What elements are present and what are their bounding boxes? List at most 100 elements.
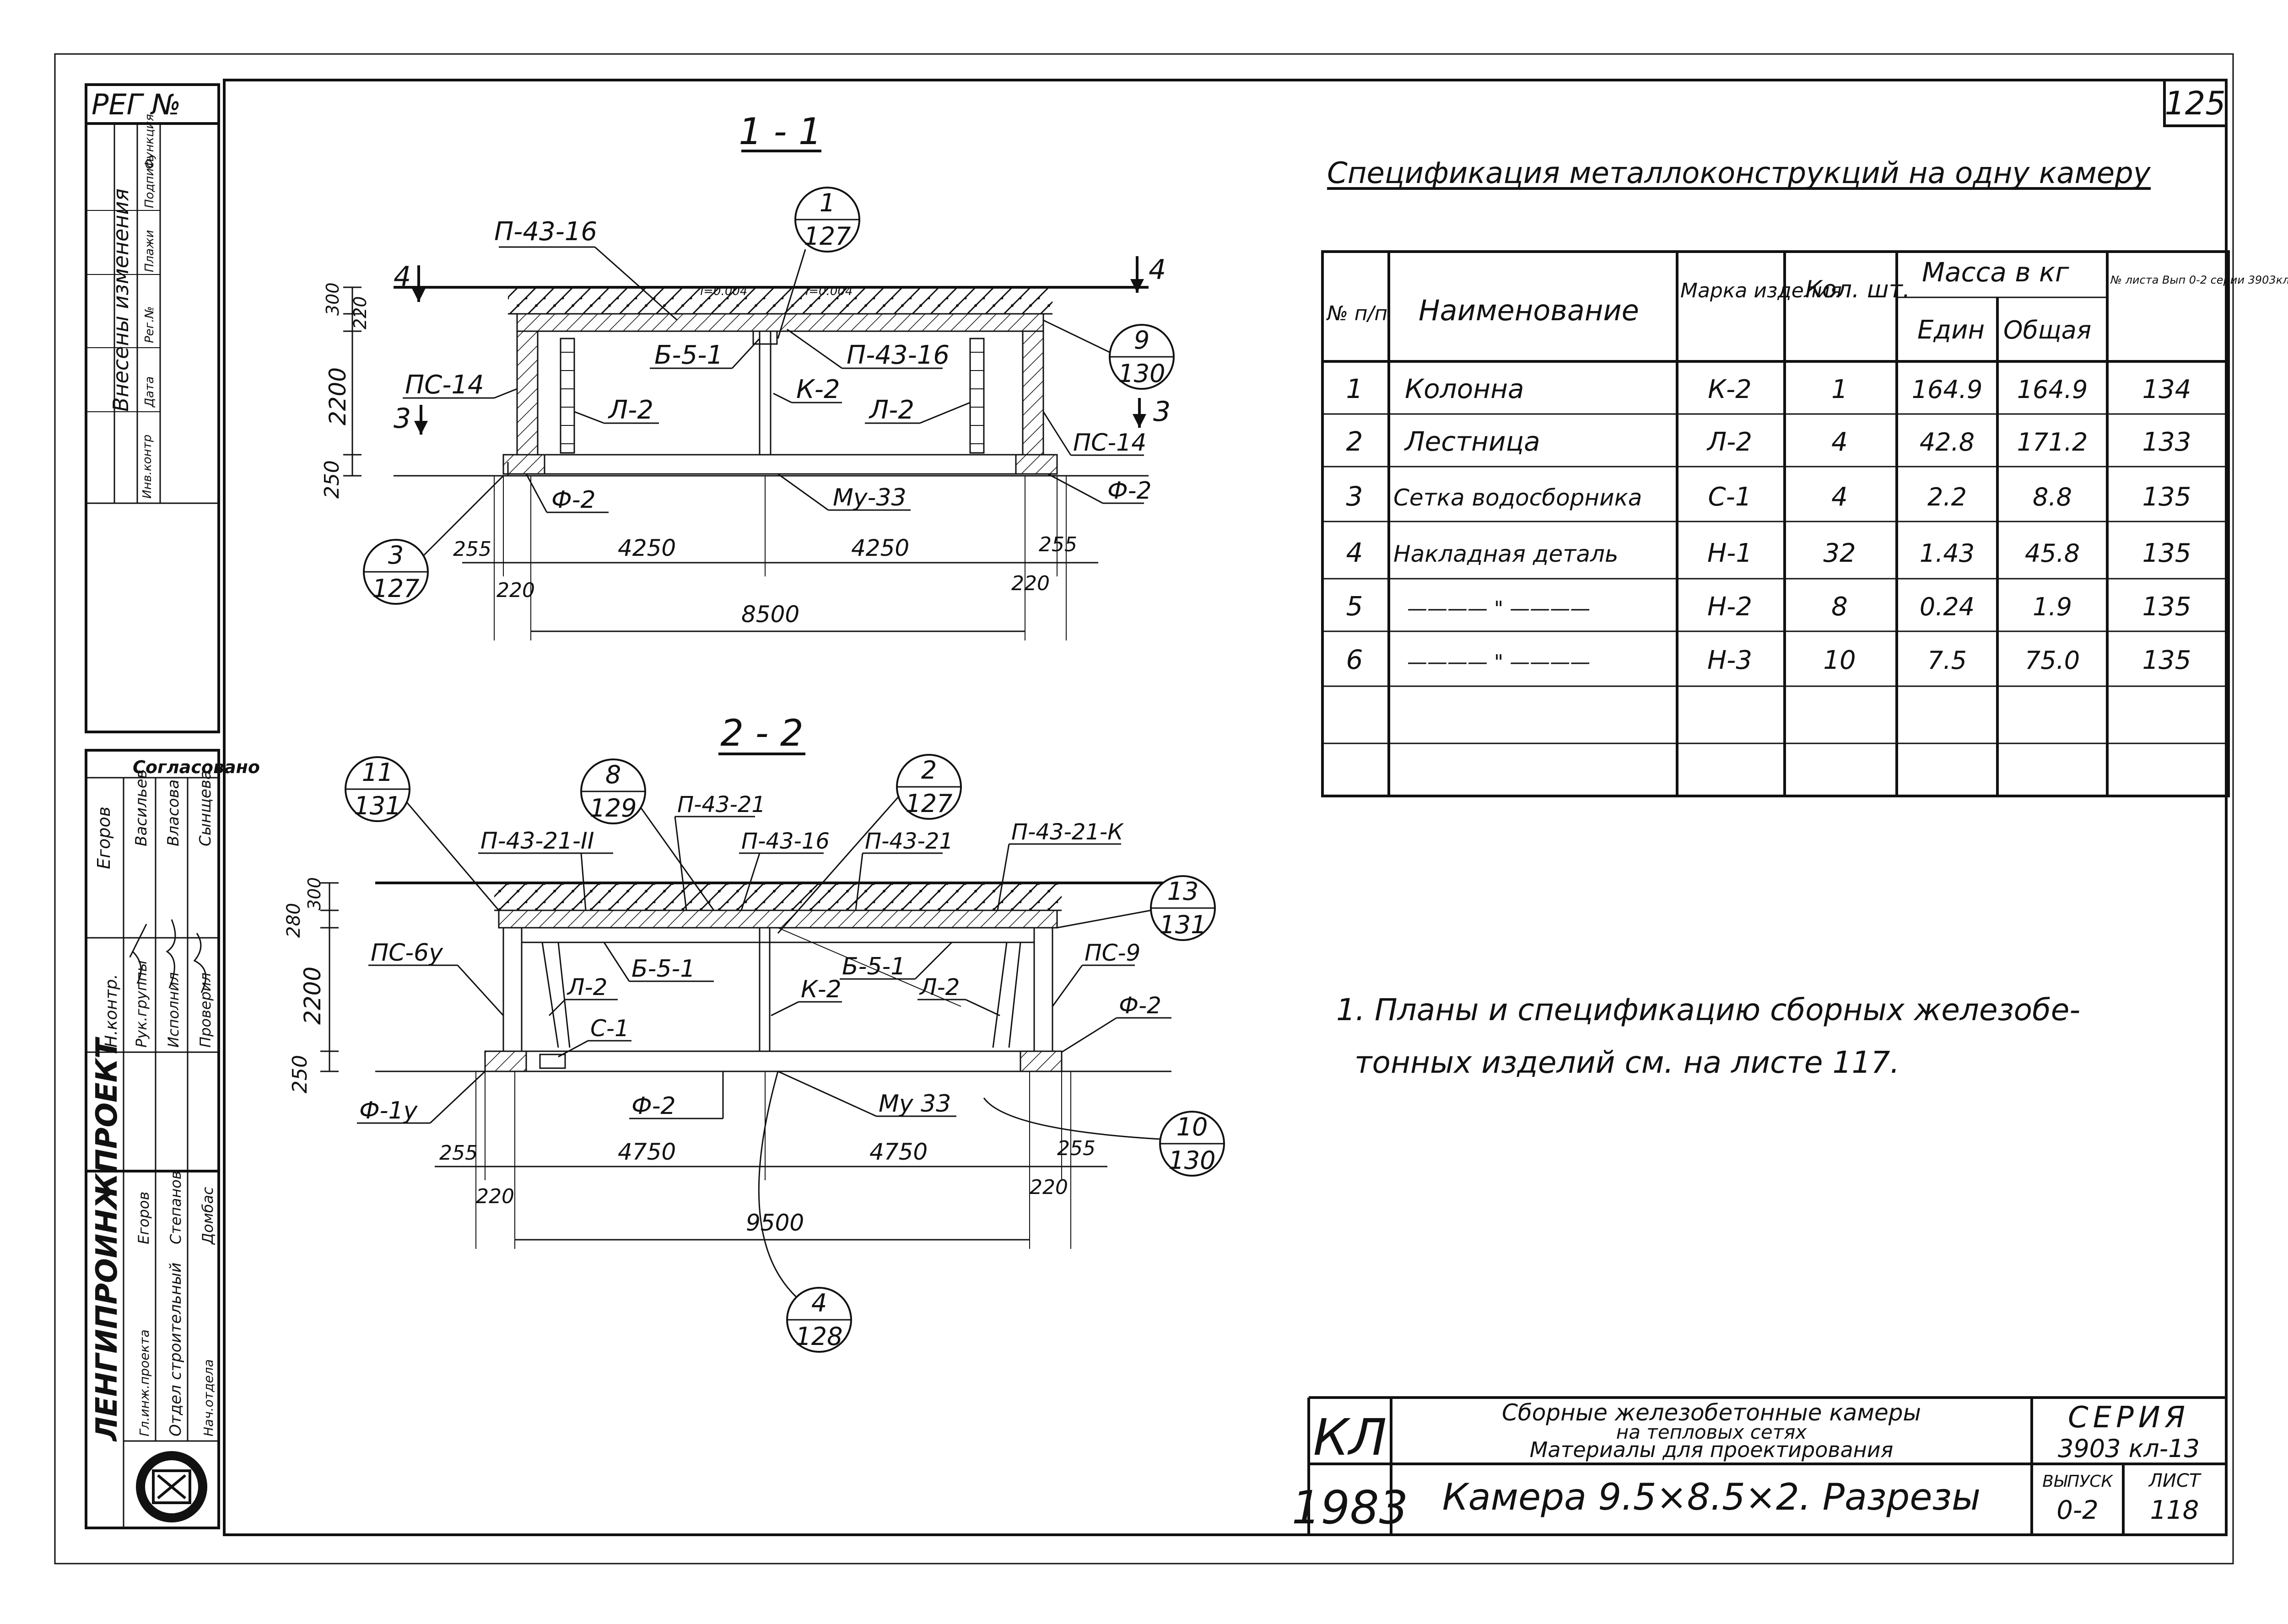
section1-dim-4250-left: 4250 [618, 535, 676, 561]
svg-text:Колонна: Колонна [1405, 373, 1524, 404]
section2-label-p43-21-k: П-43-21-К [1011, 819, 1124, 845]
svg-text:135: 135 [2142, 538, 2191, 568]
section1-dim-255-left: 255 [453, 538, 491, 561]
section2-bubble-13-131: 13 131 [1057, 875, 1216, 941]
svg-text:1.43: 1.43 [1920, 539, 1975, 568]
approval-role-1: Рук.группы [133, 960, 150, 1048]
section2-label-ps9: ПС-9 [1085, 940, 1140, 966]
section2-bubble-4-128: 4 128 [758, 1071, 852, 1353]
revision-header-3: Плажи [143, 230, 156, 272]
svg-text:127: 127 [905, 789, 952, 818]
section1-bubble-9-130: 9 130 [1043, 319, 1175, 390]
section1-label-mu33: Му-33 [833, 484, 907, 511]
section1-dim-220: 220 [350, 296, 370, 329]
title-list-value: 118 [2150, 1495, 2199, 1525]
left-margin-stamps: РЕГ № Внесены изменения Инв.контр Дата Р… [85, 83, 260, 1529]
section2-dim-4750-right: 4750 [869, 1139, 928, 1165]
section1-label-p43-16-top: П-43-16 [494, 217, 597, 247]
svg-text:Лестница: Лестница [1404, 426, 1540, 457]
svg-text:128: 128 [795, 1322, 842, 1351]
svg-text:130: 130 [1118, 359, 1165, 388]
title-issue-value: 0-2 [2056, 1495, 2098, 1525]
section-1-1: 1 - 1 i=0.004 i=0.004 4 4 3 [320, 110, 1175, 640]
svg-text:134: 134 [2142, 375, 2191, 404]
title-desc2: на тепловых сетях [1616, 1421, 1808, 1443]
section2-label-c1: С-1 [590, 1015, 629, 1042]
svg-text:11: 11 [362, 758, 394, 787]
title-block: КЛ 1983 Сборные железобетонные камеры на… [1292, 1396, 2226, 1535]
svg-text:127: 127 [804, 222, 851, 251]
table-row: 3 Сетка водосборника С-1 4 2.2 8.8 135 [1346, 481, 2191, 512]
svg-text:129: 129 [589, 794, 637, 823]
svg-text:Н-2: Н-2 [1707, 592, 1752, 622]
svg-text:9: 9 [1134, 326, 1149, 355]
spec-header-name: Наименование [1419, 294, 1639, 327]
svg-text:5: 5 [1346, 591, 1363, 622]
svg-text:8.8: 8.8 [2033, 483, 2072, 511]
svg-text:4: 4 [1831, 427, 1848, 457]
svg-text:2: 2 [921, 756, 937, 785]
svg-text:———— " ————: ———— " ———— [1407, 651, 1590, 674]
section1-label-f2-left: Ф-2 [551, 486, 596, 514]
revision-header-2: Рег.№ [143, 306, 156, 343]
spec-title: Спецификация металлоконструкций на одну … [1327, 156, 2151, 190]
revision-header-5: Функция [143, 114, 156, 169]
section1-title: 1 - 1 [739, 110, 822, 153]
section1-label-p43-16-right: П-43-16 [847, 340, 950, 370]
org-role-2: Нач.отдела [201, 1359, 216, 1436]
title-series-value: 3903 кл-13 [2058, 1434, 2200, 1463]
org-role-1: Отдел строительный [167, 1263, 185, 1436]
svg-text:10: 10 [1176, 1113, 1208, 1141]
approval-role-2: Исполнил [165, 972, 182, 1048]
svg-text:Л-2: Л-2 [1706, 427, 1752, 457]
revision-title: Внесены изменения [108, 188, 133, 412]
svg-text:1: 1 [1831, 375, 1848, 404]
section2-bubble-8-129: 8 129 [580, 758, 715, 911]
svg-text:0.24: 0.24 [1920, 592, 1975, 621]
spec-header-total: Общая [2003, 316, 2091, 344]
section1-mark3-right: 3 [1153, 396, 1171, 428]
section2-dim-300: 300 [304, 877, 324, 910]
org-name-1: Степанов [167, 1171, 184, 1244]
svg-text:131: 131 [1159, 910, 1206, 939]
svg-text:130: 130 [1168, 1146, 1215, 1175]
section1-dim-250: 250 [320, 460, 344, 499]
section2-title: 2 - 2 [720, 712, 804, 754]
svg-text:75.0: 75.0 [2025, 646, 2080, 675]
table-row: 6 ———— " ———— Н-3 10 7.5 75.0 135 [1346, 644, 2191, 675]
svg-text:4: 4 [1831, 482, 1848, 512]
note: 1. Планы и спецификацию сборных железобе… [1336, 992, 2080, 1080]
revision-header-0: Инв.контр [140, 435, 154, 499]
org-name: ЛЕНГИПРОИНЖПРОЕКТ [90, 1037, 124, 1442]
title-list-label: ЛИСТ [2148, 1470, 2202, 1491]
section2-dim-2200: 2200 [299, 967, 326, 1025]
inner-frame [223, 79, 2228, 1536]
section1-slope2: i=0.004 [805, 285, 853, 298]
section-2-2: 2 - 2 П-43-21-II П-43-21 П-43-16 [283, 712, 1225, 1353]
approval-role-0: Н.контр. [102, 974, 121, 1048]
section1-mark3-left: 3 [394, 403, 411, 435]
section2-label-f2-bottom: Ф-2 [631, 1092, 676, 1120]
svg-text:10: 10 [1823, 645, 1856, 675]
svg-text:135: 135 [2142, 645, 2191, 675]
section1-bubble-3-127: 3 127 [363, 475, 504, 605]
svg-text:Сетка водосборника: Сетка водосборника [1393, 484, 1642, 511]
spec-header-mass: Масса в кг [1922, 257, 2069, 288]
section1-mark4-left: 4 [394, 261, 411, 293]
section1-dim-255-right: 255 [1039, 533, 1077, 556]
svg-text:Накладная деталь: Накладная деталь [1393, 541, 1618, 567]
section2-bubble-10-130: 10 130 [983, 1097, 1225, 1177]
section1-label-l2-right: Л-2 [869, 395, 914, 425]
svg-text:8: 8 [1831, 592, 1848, 622]
section2-label-k2: К-2 [801, 976, 842, 1003]
svg-text:———— " ————: ———— " ———— [1407, 597, 1590, 620]
spec-header-mark: Марка изделия [1680, 279, 1842, 302]
svg-text:42.8: 42.8 [1920, 428, 1975, 457]
section1-bubble-1-127: 1 127 [777, 187, 860, 339]
section2-dim-255-left: 255 [439, 1141, 478, 1165]
section2-label-p43-21: П-43-21 [677, 792, 766, 817]
section2-dim-280: 280 [283, 903, 304, 938]
section2-label-l2-left: Л-2 [567, 974, 607, 1000]
section2-dim-9500: 9500 [746, 1210, 804, 1236]
svg-text:2: 2 [1346, 426, 1363, 457]
